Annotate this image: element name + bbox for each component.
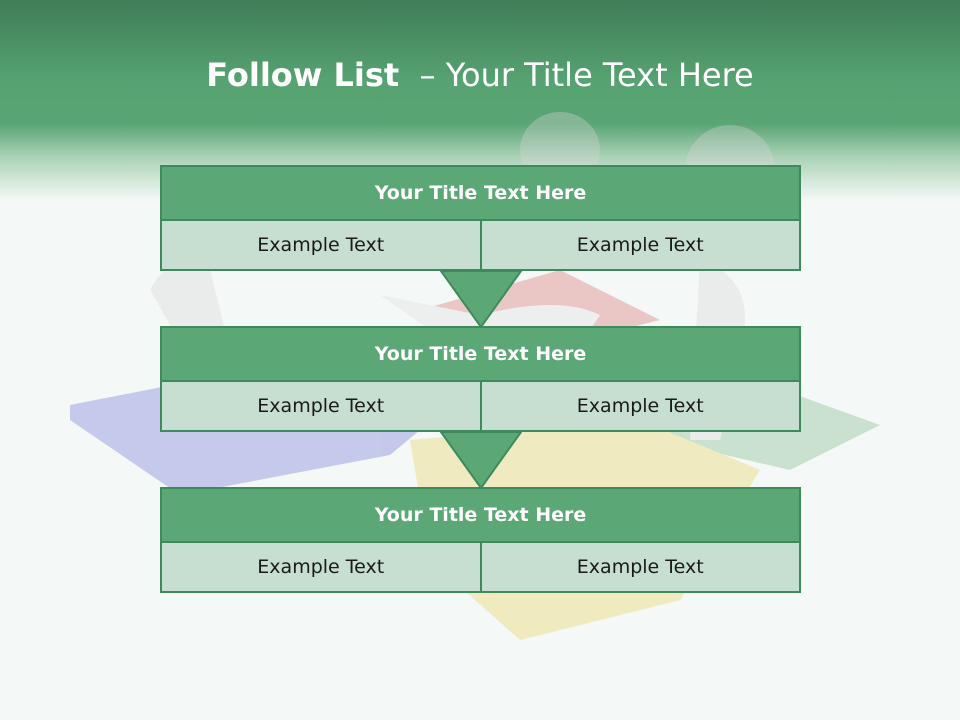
block-cell-left: Example Text	[160, 221, 482, 271]
block-row: Example Text Example Text	[160, 221, 801, 271]
block-row: Example Text Example Text	[160, 382, 801, 432]
follow-block-3: Your Title Text Here Example Text Exampl…	[160, 487, 801, 593]
block-row: Example Text Example Text	[160, 543, 801, 593]
follow-block-1: Your Title Text Here Example Text Exampl…	[160, 165, 801, 271]
block-title: Your Title Text Here	[160, 165, 801, 221]
page-title: Follow List – Your Title Text Here	[0, 56, 960, 94]
block-title: Your Title Text Here	[160, 487, 801, 543]
block-cell-right: Example Text	[481, 382, 801, 432]
block-cell-left: Example Text	[160, 543, 482, 593]
block-title: Your Title Text Here	[160, 326, 801, 382]
down-arrow-icon	[440, 431, 522, 489]
down-arrow-icon	[440, 270, 522, 328]
follow-block-2: Your Title Text Here Example Text Exampl…	[160, 326, 801, 432]
block-cell-right: Example Text	[481, 221, 801, 271]
block-cell-right: Example Text	[481, 543, 801, 593]
block-cell-left: Example Text	[160, 382, 482, 432]
title-rest: – Your Title Text Here	[419, 56, 754, 94]
title-bold: Follow List	[206, 56, 400, 94]
